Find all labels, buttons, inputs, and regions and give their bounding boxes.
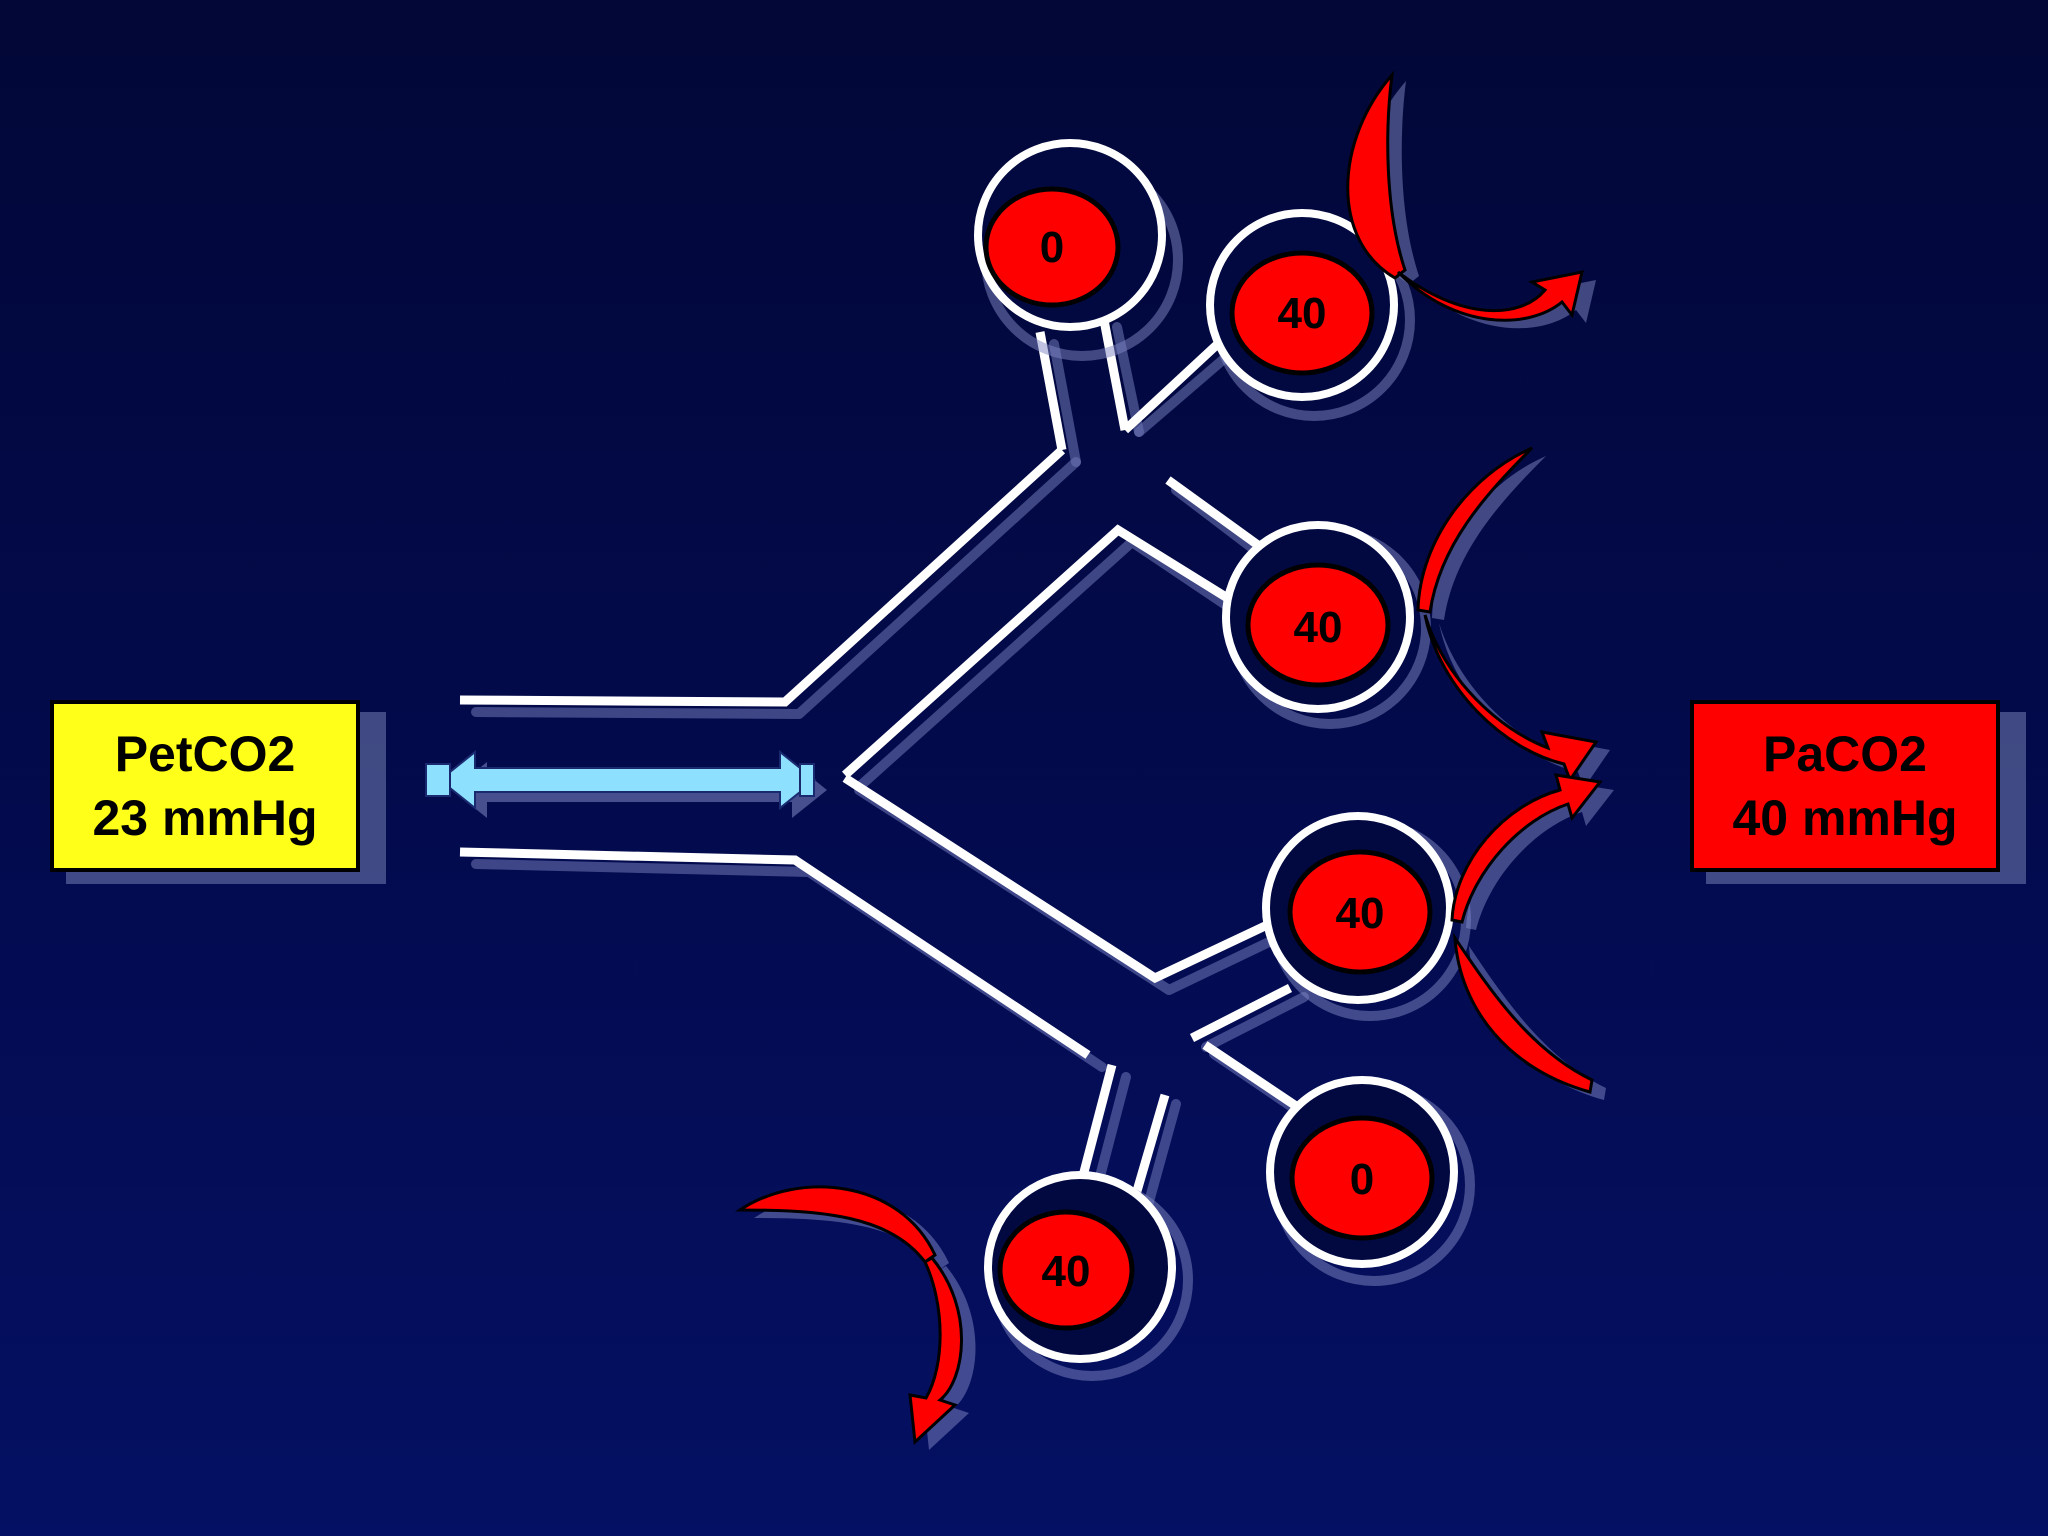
- perfusion-arrow-bottom: [735, 1185, 976, 1450]
- alveolus-3: 40: [1222, 521, 1431, 729]
- alveolus-4-value: 40: [1336, 889, 1385, 938]
- alveolus-1-value: 0: [1040, 223, 1064, 272]
- alveolus-2: 40: [1206, 209, 1415, 421]
- perfusion-arrow-top: [1346, 70, 1596, 329]
- alveolus-3-value: 40: [1294, 603, 1343, 652]
- alveolus-6: 40: [984, 1171, 1193, 1381]
- perfusion-arrow-middle-upper: [1416, 446, 1610, 788]
- alveolus-2-value: 40: [1278, 289, 1327, 338]
- petco2-name: PetCO2: [114, 726, 296, 782]
- alveolus-6-value: 40: [1042, 1247, 1091, 1296]
- alveolus-5-value: 0: [1350, 1155, 1374, 1204]
- petco2-value: 23 mmHg: [92, 790, 318, 846]
- petco2-box: PetCO2 23 mmHg: [50, 700, 360, 872]
- paco2-value: 40 mmHg: [1732, 790, 1958, 846]
- paco2-box: PaCO2 40 mmHg: [1690, 700, 2000, 872]
- paco2-name: PaCO2: [1763, 726, 1927, 782]
- perfusion-arrow-middle-lower: [1450, 773, 1614, 1100]
- alveolus-1: 0: [974, 139, 1183, 361]
- alveolus-5: 0: [1266, 1076, 1475, 1286]
- gas-flow-arrow: [425, 749, 827, 818]
- alveolus-4: 40: [1262, 812, 1471, 1021]
